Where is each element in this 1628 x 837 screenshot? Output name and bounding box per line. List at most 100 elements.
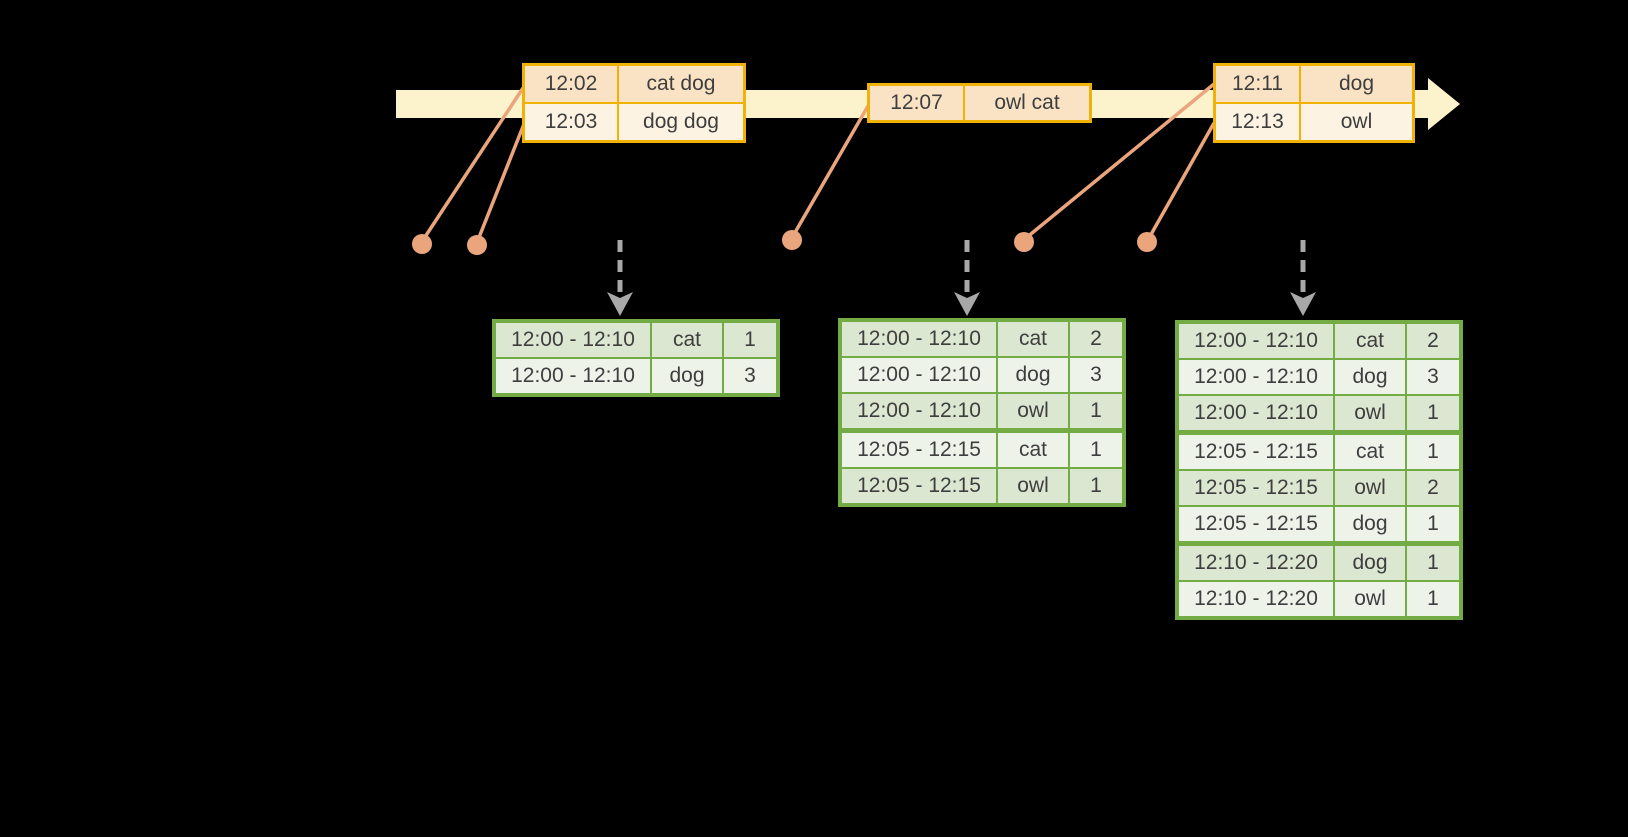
- window-cell: 12:00 - 12:10: [839, 356, 998, 394]
- count-cell: 1: [1068, 392, 1125, 432]
- table-row: 12:13 owl: [1213, 102, 1415, 143]
- connector-line: [791, 105, 870, 237]
- event-table-2-body: 12:07 owl cat: [867, 83, 1092, 123]
- table-row: 12:05 - 12:15 owl 1: [839, 467, 1125, 506]
- count-cell: 1: [1405, 505, 1462, 545]
- word-cell: cat: [996, 319, 1070, 358]
- word-cell: cat: [1333, 321, 1407, 360]
- event-dot-icon: [1137, 232, 1157, 252]
- connector-line: [1147, 122, 1216, 239]
- table-row: 12:05 - 12:15 dog 1: [1176, 505, 1462, 545]
- count-cell: 1: [1405, 580, 1462, 619]
- table-row: 12:00 - 12:10 owl 1: [839, 392, 1125, 432]
- window-cell: 12:00 - 12:10: [839, 319, 998, 358]
- window-cell: 12:00 - 12:10: [1176, 321, 1335, 360]
- count-cell: 2: [1405, 321, 1462, 360]
- trigger-arrowhead-icon: [954, 292, 980, 316]
- count-cell: 1: [1068, 467, 1125, 506]
- result-table-1: 12:00 - 12:10 cat 1 12:00 - 12:10 dog 3: [492, 319, 780, 397]
- window-cell: 12:10 - 12:20: [1176, 580, 1335, 619]
- count-cell: 2: [1068, 319, 1125, 358]
- word-cell: cat: [650, 320, 724, 359]
- table-row: 12:00 - 12:10 owl 1: [1176, 394, 1462, 434]
- window-cell: 12:05 - 12:15: [1176, 469, 1335, 507]
- event-time-cell: 12:02: [522, 63, 619, 104]
- trigger-arrowhead-icon: [1290, 292, 1316, 316]
- word-cell: dog: [1333, 358, 1407, 396]
- window-cell: 12:05 - 12:15: [1176, 430, 1335, 471]
- event-time-cell: 12:13: [1213, 102, 1301, 143]
- count-cell: 1: [1405, 541, 1462, 582]
- word-cell: owl: [996, 392, 1070, 432]
- event-dot-icon: [782, 230, 802, 250]
- event-words-cell: dog: [1299, 63, 1415, 104]
- word-cell: dog: [650, 357, 724, 396]
- word-cell: owl: [1333, 580, 1407, 619]
- count-cell: 1: [1405, 394, 1462, 434]
- table-row: 12:05 - 12:15 cat 1: [839, 428, 1125, 469]
- word-cell: cat: [996, 428, 1070, 469]
- word-cell: owl: [996, 467, 1070, 506]
- table-row: 12:00 - 12:10 dog 3: [493, 357, 779, 396]
- window-cell: 12:05 - 12:15: [1176, 505, 1335, 545]
- result-table-2-body: 12:00 - 12:10 cat 2 12:00 - 12:10 dog 3 …: [839, 319, 1125, 506]
- count-cell: 3: [1068, 356, 1125, 394]
- count-cell: 3: [1405, 358, 1462, 396]
- window-cell: 12:00 - 12:10: [493, 357, 652, 396]
- table-row: 12:05 - 12:15 cat 1: [1176, 430, 1462, 471]
- event-table-3: 12:11 dog 12:13 owl: [1213, 63, 1415, 143]
- event-words-cell: cat dog: [617, 63, 746, 104]
- connector-line: [476, 123, 526, 241]
- table-row: 12:10 - 12:20 dog 1: [1176, 541, 1462, 582]
- table-row: 12:11 dog: [1213, 63, 1415, 104]
- count-cell: 1: [1068, 428, 1125, 469]
- event-words-cell: owl cat: [963, 83, 1092, 123]
- event-dot-icon: [1014, 232, 1034, 252]
- window-cell: 12:00 - 12:10: [1176, 394, 1335, 434]
- trigger-arrows: [607, 240, 1316, 316]
- word-cell: dog: [996, 356, 1070, 394]
- count-cell: 2: [1405, 469, 1462, 507]
- event-table-3-body: 12:11 dog 12:13 owl: [1213, 63, 1415, 143]
- event-words-cell: owl: [1299, 102, 1415, 143]
- table-row: 12:02 cat dog: [522, 63, 746, 104]
- table-row: 12:10 - 12:20 owl 1: [1176, 580, 1462, 619]
- count-cell: 1: [1405, 430, 1462, 471]
- event-marker-dots: [412, 230, 1157, 255]
- result-table-3-body: 12:00 - 12:10 cat 2 12:00 - 12:10 dog 3 …: [1176, 321, 1462, 619]
- result-table-1-body: 12:00 - 12:10 cat 1 12:00 - 12:10 dog 3: [493, 320, 779, 396]
- result-table-3: 12:00 - 12:10 cat 2 12:00 - 12:10 dog 3 …: [1175, 320, 1463, 620]
- table-row: 12:00 - 12:10 cat 2: [1176, 321, 1462, 360]
- word-cell: owl: [1333, 469, 1407, 507]
- event-words-cell: dog dog: [617, 102, 746, 143]
- window-cell: 12:05 - 12:15: [839, 428, 998, 469]
- table-row: 12:03 dog dog: [522, 102, 746, 143]
- event-table-1-body: 12:02 cat dog 12:03 dog dog: [522, 63, 746, 143]
- count-cell: 3: [722, 357, 779, 396]
- table-row: 12:05 - 12:15 owl 2: [1176, 469, 1462, 507]
- word-cell: dog: [1333, 505, 1407, 545]
- event-time-cell: 12:11: [1213, 63, 1301, 104]
- result-table-2: 12:00 - 12:10 cat 2 12:00 - 12:10 dog 3 …: [838, 318, 1126, 507]
- table-row: 12:07 owl cat: [867, 83, 1092, 123]
- event-table-1: 12:02 cat dog 12:03 dog dog: [522, 63, 746, 143]
- table-row: 12:00 - 12:10 dog 3: [1176, 358, 1462, 396]
- word-cell: owl: [1333, 394, 1407, 434]
- trigger-arrowhead-icon: [607, 292, 633, 316]
- count-cell: 1: [722, 320, 779, 359]
- table-row: 12:00 - 12:10 cat 2: [839, 319, 1125, 358]
- timeline-arrowhead-icon: [1428, 78, 1460, 130]
- word-cell: dog: [1333, 541, 1407, 582]
- window-cell: 12:05 - 12:15: [839, 467, 998, 506]
- event-time-cell: 12:07: [867, 83, 965, 123]
- window-cell: 12:00 - 12:10: [493, 320, 652, 359]
- table-row: 12:00 - 12:10 cat 1: [493, 320, 779, 359]
- event-dot-icon: [467, 235, 487, 255]
- window-cell: 12:00 - 12:10: [1176, 358, 1335, 396]
- event-time-cell: 12:03: [522, 102, 619, 143]
- event-dot-icon: [412, 234, 432, 254]
- window-cell: 12:00 - 12:10: [839, 392, 998, 432]
- word-cell: cat: [1333, 430, 1407, 471]
- event-table-2: 12:07 owl cat: [867, 83, 1092, 123]
- window-cell: 12:10 - 12:20: [1176, 541, 1335, 582]
